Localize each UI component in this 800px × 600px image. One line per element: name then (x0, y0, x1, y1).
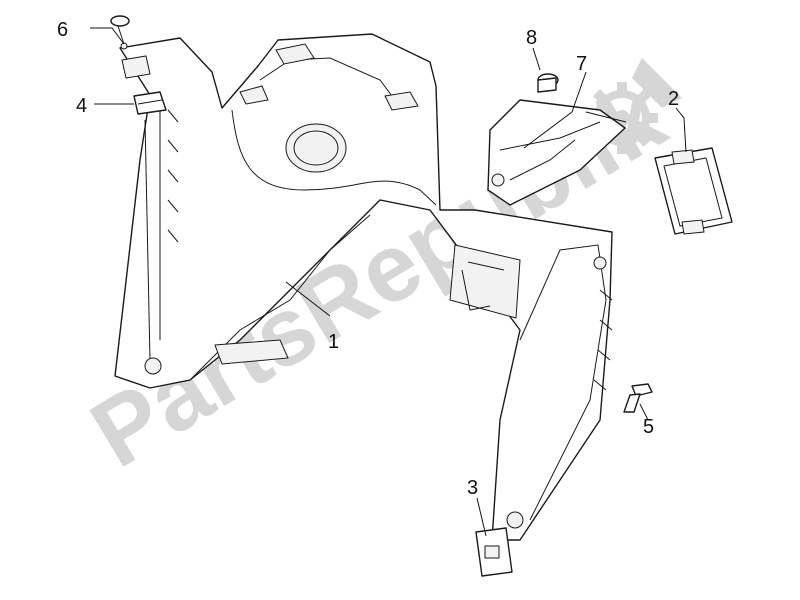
clip-part-3 (475, 527, 513, 577)
callout-3: 3 (467, 477, 478, 499)
inner-shield-part-1 (114, 33, 613, 541)
callout-7: 7 (576, 53, 587, 75)
callouts: 1 2 3 4 5 6 7 8 (57, 19, 679, 499)
leader-lines (90, 27, 687, 537)
callout-1: 1 (328, 331, 339, 353)
callout-2: 2 (668, 88, 679, 110)
callout-8: 8 (526, 27, 537, 49)
screw-part-5 (623, 383, 653, 413)
callout-5: 5 (643, 416, 654, 438)
frame-part-2 (654, 147, 733, 235)
callout-4: 4 (76, 95, 87, 117)
screw-part-6 (110, 15, 151, 79)
bracket-part-7 (487, 99, 626, 206)
clip-part-4 (133, 91, 167, 115)
callout-6: 6 (57, 19, 68, 41)
screw-part-8 (537, 73, 559, 93)
